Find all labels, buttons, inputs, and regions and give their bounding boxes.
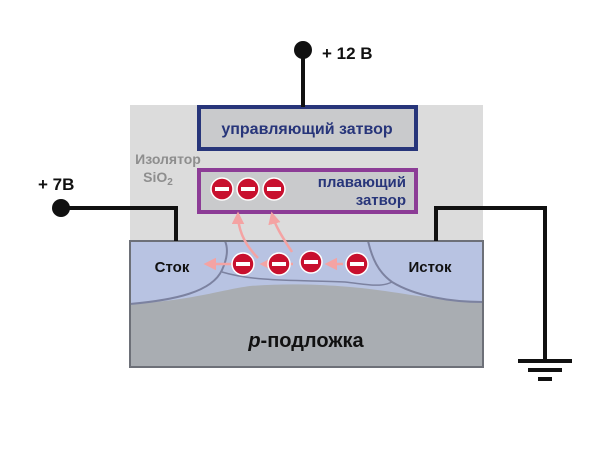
electron: [345, 252, 369, 276]
insulator-label-line1: Изолятор: [135, 151, 201, 167]
control-gate-label: управляющий затвор: [221, 121, 393, 138]
channel-boundary: [221, 271, 393, 286]
drain-wire: [61, 206, 178, 241]
insulator-label-line2: SiO2: [143, 169, 173, 188]
floating-gate: [197, 168, 418, 214]
control-gate: [197, 105, 418, 151]
gate-terminal: [294, 41, 312, 59]
electron: [262, 177, 286, 201]
electron: [236, 177, 260, 201]
drain-voltage-label: + 7В: [38, 175, 74, 194]
electron: [210, 177, 234, 201]
tunnel-arrow-2: [268, 211, 294, 253]
floating-gate-label-line1: плавающий: [318, 174, 406, 191]
electron: [267, 252, 291, 276]
floating-gate-label-line2: затвор: [356, 192, 406, 209]
drain-label: Сток: [155, 259, 190, 276]
source-label: Исток: [409, 259, 452, 276]
source-wire: [434, 206, 547, 360]
drain-terminal: [52, 199, 70, 217]
gate-voltage-label: + 12 В: [322, 44, 373, 63]
substrate-label: p-подложка: [247, 330, 364, 352]
electron: [299, 250, 323, 274]
source-region-boundary: [367, 240, 484, 303]
drain-region-boundary: [129, 240, 228, 305]
silicon-outline: [129, 240, 484, 368]
electron: [231, 252, 255, 276]
tunnel-arrow-1: [231, 211, 259, 259]
